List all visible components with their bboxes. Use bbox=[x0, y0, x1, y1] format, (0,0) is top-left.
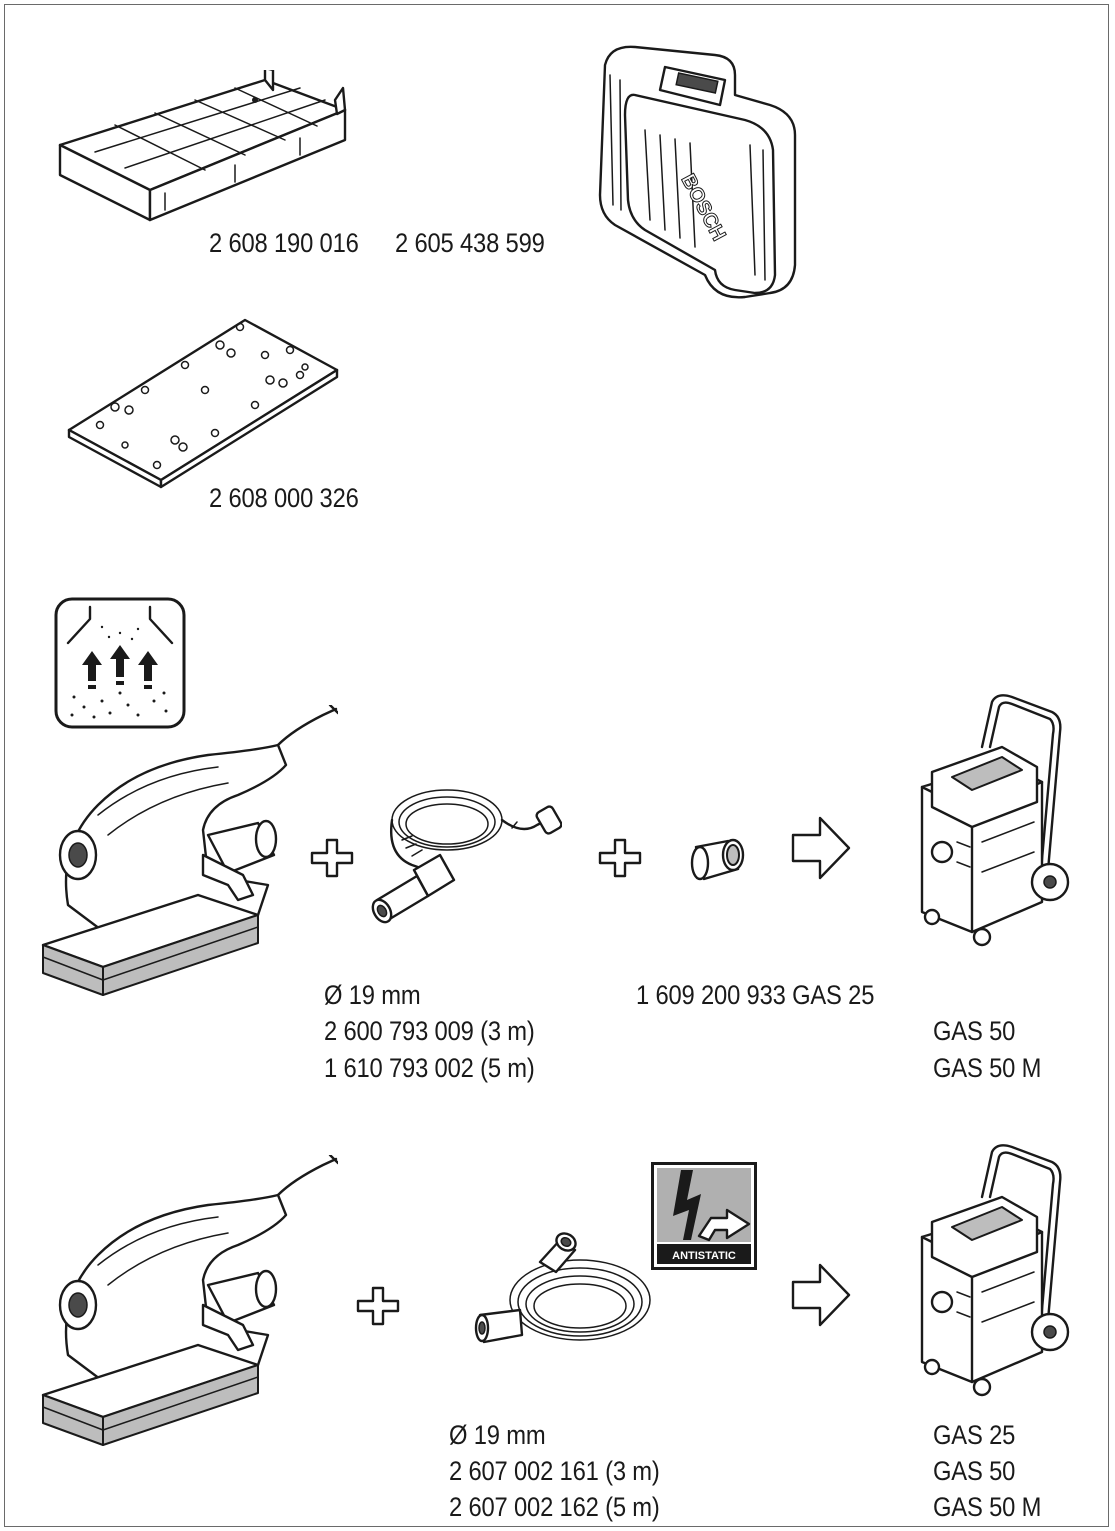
arrow-right-icon bbox=[791, 1263, 851, 1327]
extractor-model: GAS 50 bbox=[933, 1016, 1016, 1046]
base-plate-part-number: 2 608 000 326 bbox=[209, 483, 359, 513]
base-plate-illustration bbox=[67, 318, 339, 489]
hose-diameter-label: Ø 19 mm bbox=[324, 980, 421, 1010]
dust-box-illustration bbox=[58, 70, 347, 222]
arrow-right-icon bbox=[791, 816, 851, 880]
antistatic-hose-illustration bbox=[474, 1232, 651, 1344]
plus-icon bbox=[310, 838, 354, 878]
plus-icon bbox=[598, 838, 642, 878]
hose-5m-part-number: 2 607 002 162 (5 m) bbox=[449, 1492, 660, 1522]
plus-icon bbox=[356, 1286, 400, 1326]
case-part-number: 2 605 438 599 bbox=[395, 228, 545, 258]
dust-extractor-illustration bbox=[920, 694, 1070, 947]
adapter-part-number: 1 609 200 933 GAS 25 bbox=[636, 980, 875, 1010]
orbital-sander-illustration bbox=[41, 1155, 338, 1446]
orbital-sander-illustration bbox=[41, 705, 338, 996]
carrying-case-illustration: BOSCH bbox=[598, 45, 797, 299]
extraction-hose-illustration bbox=[371, 789, 562, 924]
hose-3m-part-number: 2 607 002 161 (3 m) bbox=[449, 1456, 660, 1486]
extractor-model: GAS 50 M bbox=[933, 1053, 1042, 1083]
dust-extraction-icon bbox=[54, 597, 186, 729]
dust-box-part-number: 2 608 190 016 bbox=[209, 228, 359, 258]
antistatic-icon: ANTISTATIC bbox=[651, 1162, 757, 1270]
hose-5m-part-number: 1 610 793 002 (5 m) bbox=[324, 1053, 535, 1083]
extractor-model: GAS 50 bbox=[933, 1456, 1016, 1486]
hose-3m-part-number: 2 600 793 009 (3 m) bbox=[324, 1016, 535, 1046]
hose-diameter-label: Ø 19 mm bbox=[449, 1420, 546, 1450]
hose-adapter-illustration bbox=[690, 838, 745, 881]
extractor-model: GAS 25 bbox=[933, 1420, 1016, 1450]
dust-extractor-illustration bbox=[920, 1144, 1070, 1397]
extractor-model: GAS 50 M bbox=[933, 1492, 1042, 1522]
antistatic-label: ANTISTATIC bbox=[672, 1250, 736, 1262]
page-border bbox=[4, 4, 1109, 1527]
